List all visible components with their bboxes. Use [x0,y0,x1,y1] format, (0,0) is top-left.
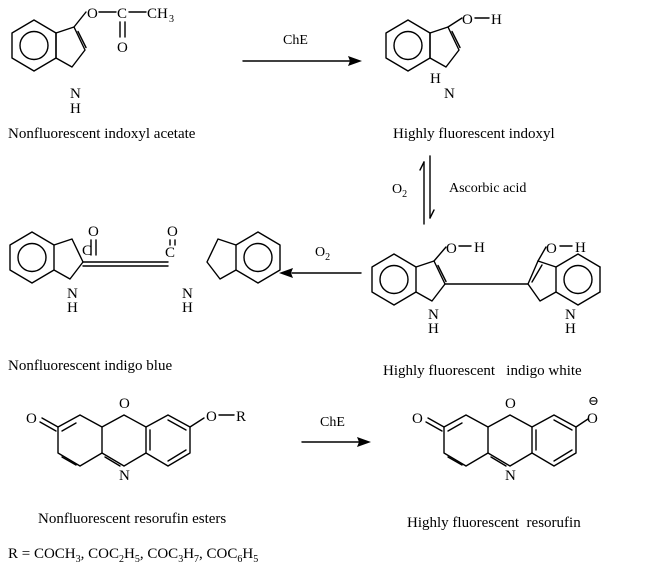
indigo-blue-structure: N H C O N H C O [9,224,281,316]
atom-h-right: H [565,321,576,337]
arrow-o2-row2 [279,268,362,278]
atom-c-left: C [82,243,92,259]
charge-minus: ⊖ [588,393,599,408]
atom-o-ester: O [206,409,217,425]
atom-o-carbonyl: O [117,40,128,56]
reagent-ascorbic-acid: Ascorbic acid [449,181,526,196]
arrow-che-1 [242,56,362,66]
caption-indigo-blue: Nonfluorescent indigo blue [8,358,172,374]
atom-n-right: N [565,307,576,323]
resorufin-structure: O O N O ⊖ [412,393,599,484]
atom-h: H [70,101,81,117]
atom-n-ring: N [505,468,516,484]
atom-n-right: N [182,286,193,302]
atom-o: O [462,12,473,28]
atom-r: R [236,409,246,425]
atom-ch3-sub: 3 [169,14,174,25]
atom-o-ring: O [119,396,130,412]
atom-h-left-hydroxyl: H [474,240,485,256]
caption-resorufin-esters: Nonfluorescent resorufin esters [38,511,226,527]
atom-h: H [430,71,441,87]
atom-o-carbonyl: O [26,411,37,427]
resorufin-ester-structure: O O N O R [26,396,246,484]
atom-h-left: H [428,321,439,337]
atom-h-right: H [182,300,193,316]
caption-indoxyl-acetate: Nonfluorescent indoxyl acetate [8,126,196,142]
caption-resorufin: Highly fluorescent resorufin [407,515,581,531]
atom-o-left: O [88,224,99,240]
reagent-o2-row2: O2 [315,245,330,263]
indoxyl-structure: N H O H [385,12,502,102]
atom-o-right: O [167,224,178,240]
reagent-che-1: ChE [283,33,308,48]
caption-indigo-white: Highly fluorescent indigo white [383,363,582,379]
atom-o-right: O [546,241,557,257]
atom-h-right-hydroxyl: H [575,240,586,256]
atom-n-left: N [428,307,439,323]
atom-ch3: CH [147,6,168,22]
indigo-white-structure: N H O H N H O H [371,240,601,337]
atom-o-ring: O [505,396,516,412]
caption-indoxyl: Highly fluorescent indoxyl [393,126,555,142]
atom-o-left: O [446,241,457,257]
arrow-che-2 [301,437,371,447]
atom-n-left: N [67,286,78,302]
atom-c: C [117,6,127,22]
atom-n-ring: N [119,468,130,484]
indoxyl-acetate-structure: N H O C CH 3 O [11,6,174,117]
atom-c-right: C [165,245,175,261]
atom-o-carbonyl: O [412,411,423,427]
atom-o-phenolate: O [587,411,598,427]
atom-h-left: H [67,300,78,316]
atom-o: O [87,6,98,22]
equilibrium-arrows [419,155,435,225]
atom-n: N [70,86,81,102]
atom-h-hydroxyl: H [491,12,502,28]
reagent-o2-equilibrium: O2 [392,182,407,200]
atom-n: N [444,86,455,102]
r-group-definition: R = COCH3, COC2H5, COC3H7, COC6H5 [8,546,258,565]
reagent-che-2: ChE [320,415,345,430]
